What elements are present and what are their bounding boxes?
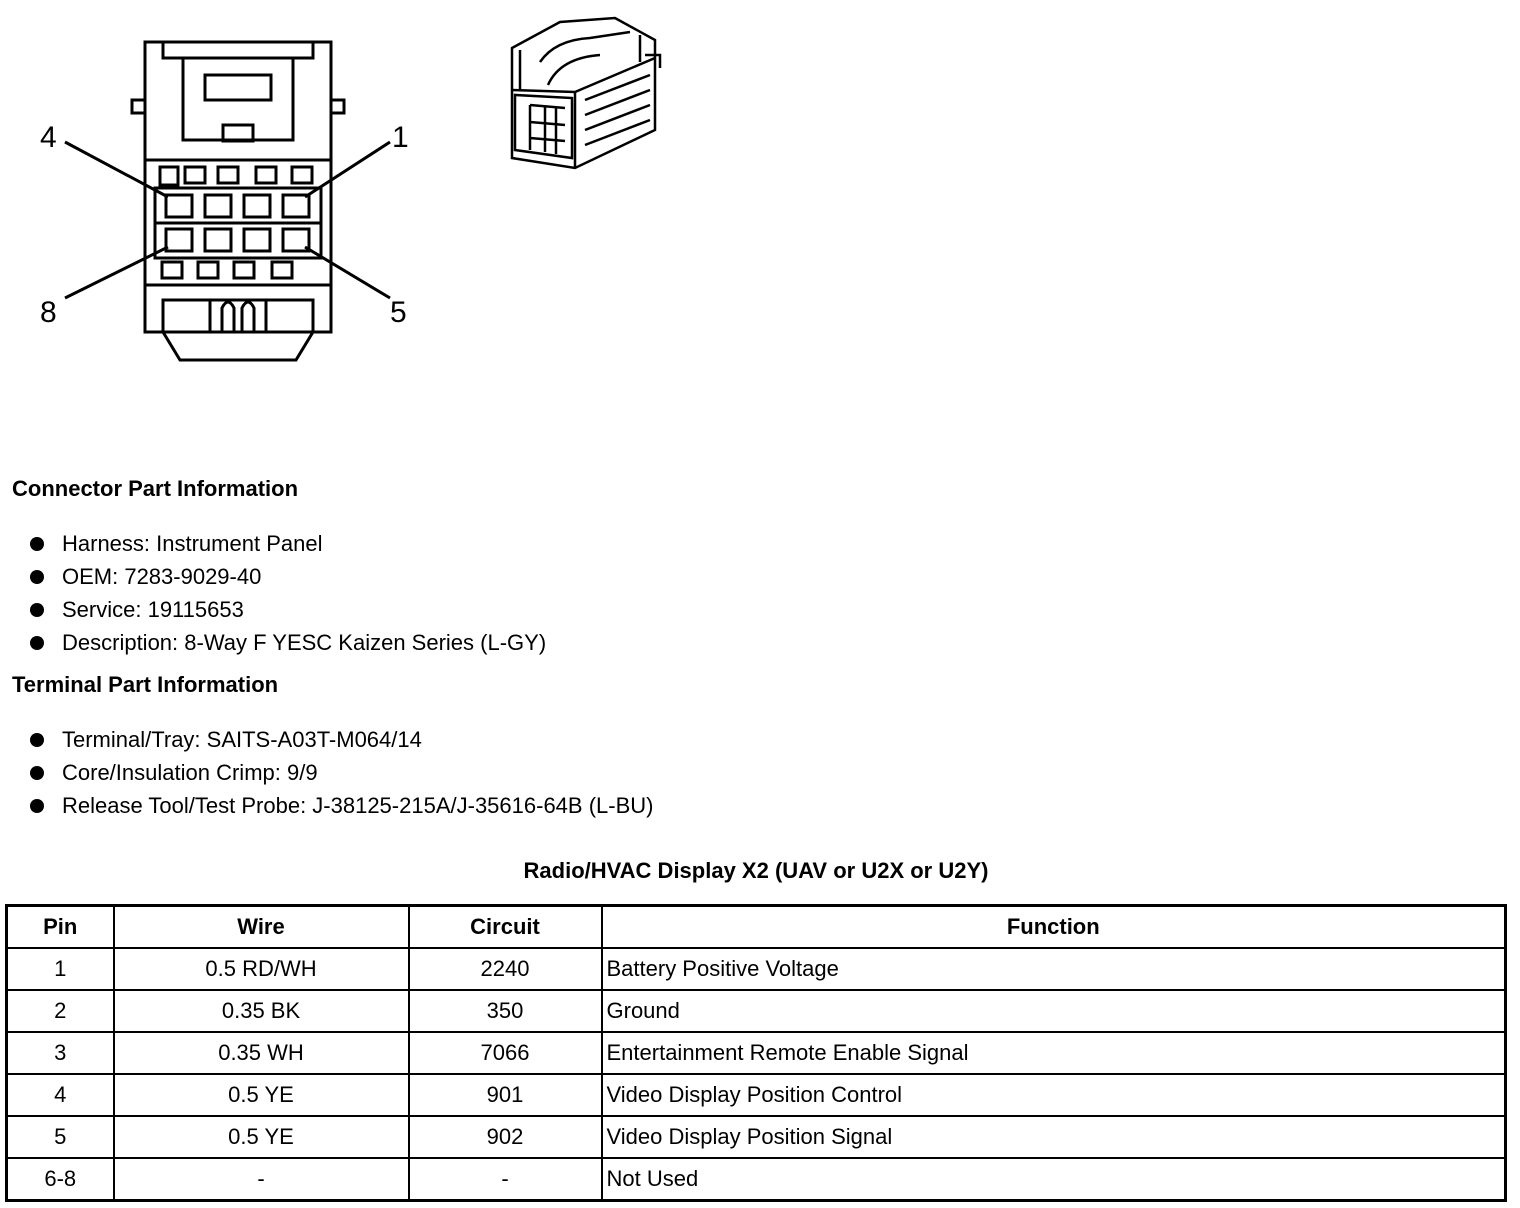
cell-pin: 5 (5, 1115, 115, 1159)
cell-pin: 3 (5, 1031, 115, 1075)
table-row: 6-8 - - Not Used (5, 1157, 1507, 1202)
cell-wire: 0.5 RD/WH (112, 947, 410, 991)
cell-function: Video Display Position Control (600, 1073, 1507, 1117)
list-item: Terminal/Tray: SAITS-A03T-M064/14 (30, 723, 653, 756)
connector-diagram: 4 1 8 5 (40, 16, 662, 362)
cell-pin: 1 (5, 947, 115, 991)
cell-wire: 0.5 YE (112, 1073, 410, 1117)
cell-wire: - (112, 1157, 410, 1202)
header-pin: Pin (5, 904, 115, 949)
cell-function: Entertainment Remote Enable Signal (600, 1031, 1507, 1075)
list-item: Service: 19115653 (30, 593, 546, 626)
header-function: Function (600, 904, 1507, 949)
cell-pin: 4 (5, 1073, 115, 1117)
table-row: 4 0.5 YE 901 Video Display Position Cont… (5, 1073, 1507, 1117)
cell-wire: 0.5 YE (112, 1115, 410, 1159)
cell-circuit: 2240 (407, 947, 603, 991)
connector-info-list: Harness: Instrument Panel OEM: 7283-9029… (30, 527, 546, 659)
pin-label-5: 5 (390, 296, 407, 329)
cell-pin: 2 (5, 989, 115, 1033)
connector-face-view (130, 40, 346, 362)
table-row: 2 0.35 BK 350 Ground (5, 989, 1507, 1033)
list-item: Release Tool/Test Probe: J-38125-215A/J-… (30, 789, 653, 822)
header-circuit: Circuit (407, 904, 603, 949)
pin-label-1: 1 (392, 121, 409, 154)
cell-circuit: 7066 (407, 1031, 603, 1075)
cell-circuit: - (407, 1157, 603, 1202)
pinout-table: Pin Wire Circuit Function 1 0.5 RD/WH 22… (5, 904, 1507, 1202)
table-row: 3 0.35 WH 7066 Entertainment Remote Enab… (5, 1031, 1507, 1075)
cell-function: Video Display Position Signal (600, 1115, 1507, 1159)
table-title: Radio/HVAC Display X2 (UAV or U2X or U2Y… (523, 858, 989, 883)
cell-circuit: 901 (407, 1073, 603, 1117)
connector-info-title: Connector Part Information (12, 476, 299, 501)
cell-function: Not Used (600, 1157, 1507, 1202)
list-item: Description: 8-Way F YESC Kaizen Series … (30, 626, 546, 659)
cell-function: Ground (600, 989, 1507, 1033)
table-row: 1 0.5 RD/WH 2240 Battery Positive Voltag… (5, 947, 1507, 991)
header-wire: Wire (112, 904, 410, 949)
table-header-row: Pin Wire Circuit Function (5, 904, 1507, 949)
connector-isometric-view (510, 16, 662, 170)
cell-function: Battery Positive Voltage (600, 947, 1507, 991)
cell-pin: 6-8 (5, 1157, 115, 1202)
cell-wire: 0.35 WH (112, 1031, 410, 1075)
list-item: Harness: Instrument Panel (30, 527, 546, 560)
table-row: 5 0.5 YE 902 Video Display Position Sign… (5, 1115, 1507, 1159)
pin-label-8: 8 (40, 296, 57, 329)
cell-circuit: 902 (407, 1115, 603, 1159)
list-item: OEM: 7283-9029-40 (30, 560, 546, 593)
pin-label-4: 4 (40, 121, 57, 154)
cell-wire: 0.35 BK (112, 989, 410, 1033)
terminal-info-list: Terminal/Tray: SAITS-A03T-M064/14 Core/I… (30, 723, 653, 822)
list-item: Core/Insulation Crimp: 9/9 (30, 756, 653, 789)
cell-circuit: 350 (407, 989, 603, 1033)
terminal-info-title: Terminal Part Information (12, 672, 279, 697)
